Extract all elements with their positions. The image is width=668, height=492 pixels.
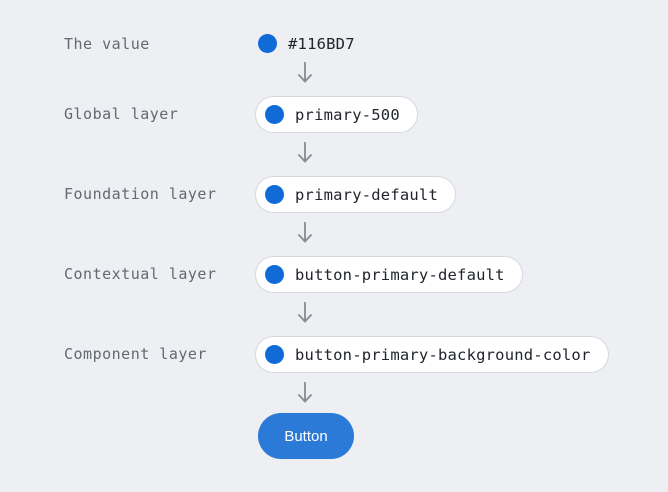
hex-value-text: #116BD7	[288, 34, 355, 53]
down-arrow-icon	[297, 302, 313, 323]
layer-label-component: Component layer	[64, 345, 207, 363]
token-pill-global: primary-500	[255, 96, 418, 133]
down-arrow-icon	[297, 222, 313, 243]
down-arrow-icon	[297, 382, 313, 403]
token-name-text: button-primary-background-color	[295, 345, 591, 364]
token-name-text: primary-default	[295, 185, 438, 204]
color-swatch-dot	[265, 265, 284, 284]
token-pill-contextual: button-primary-default	[255, 256, 523, 293]
token-name-text: button-primary-default	[295, 265, 505, 284]
down-arrow-icon	[297, 142, 313, 163]
down-arrow-icon	[297, 62, 313, 83]
color-swatch-dot	[258, 34, 277, 53]
value-node: #116BD7	[258, 34, 355, 53]
primary-button[interactable]: Button	[258, 413, 354, 459]
token-pill-foundation: primary-default	[255, 176, 456, 213]
token-name-text: primary-500	[295, 105, 400, 124]
color-swatch-dot	[265, 345, 284, 364]
layer-label-contextual: Contextual layer	[64, 265, 217, 283]
color-swatch-dot	[265, 105, 284, 124]
layer-label-foundation: Foundation layer	[64, 185, 217, 203]
color-swatch-dot	[265, 185, 284, 204]
layer-label-global: Global layer	[64, 105, 179, 123]
token-pill-component: button-primary-background-color	[255, 336, 609, 373]
layer-label-value: The value	[64, 35, 150, 53]
